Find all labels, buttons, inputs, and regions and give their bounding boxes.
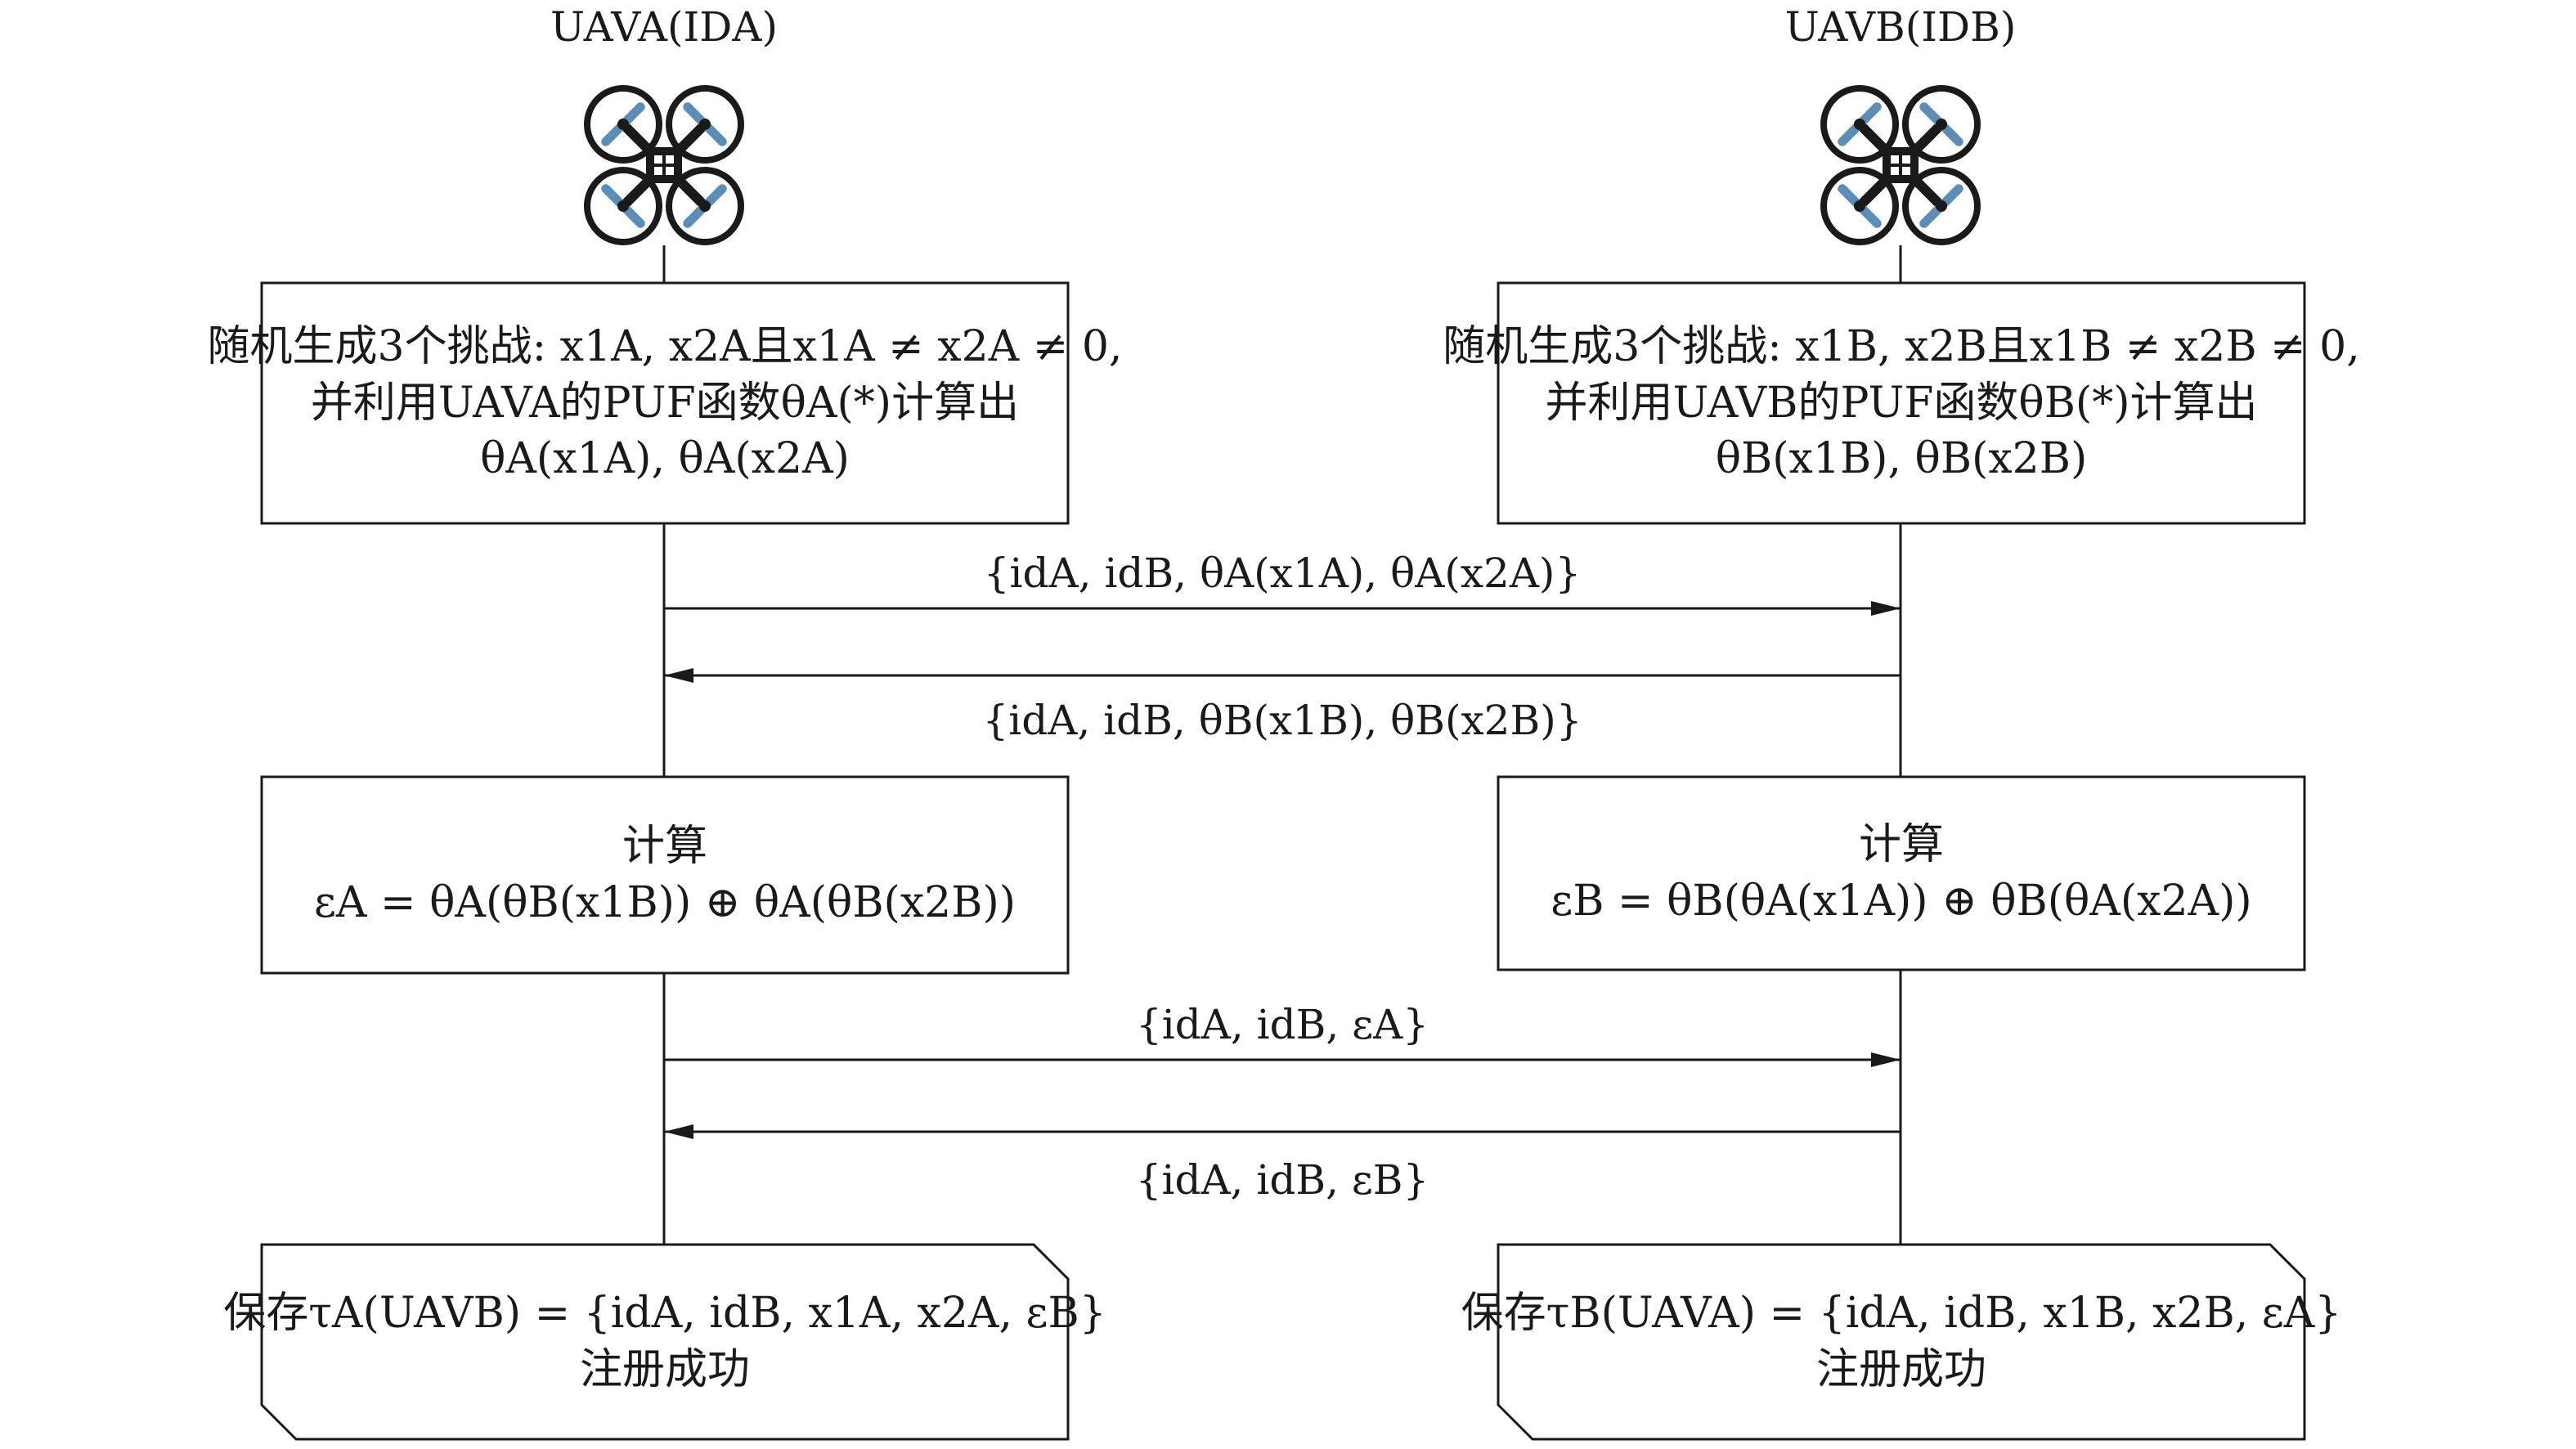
gen-box-a-frame bbox=[260, 281, 1070, 525]
save-box-b: 保存τB(UAVA) = {idA, idB, x1B, x2B, εA} 注册… bbox=[1461, 1245, 2342, 1439]
party-b-title: UAVB(IDB) bbox=[1784, 3, 2017, 51]
save-box-b-frame bbox=[1497, 1243, 2306, 1441]
gen-box-b: 随机生成3个挑战: x1B, x2B且x1B ≠ x2B ≠ 0, 并利用UAV… bbox=[1443, 283, 2360, 523]
compute-box-a-frame bbox=[260, 775, 1070, 975]
gen-box-a-line-1: 随机生成3个挑战: x1A, x2A且x1A ≠ x2A ≠ 0, bbox=[207, 322, 1123, 372]
save-box-a-frame bbox=[260, 1243, 1070, 1441]
gen-box-a-line-3: θA(x1A), θA(x2A) bbox=[480, 434, 850, 484]
compute-box-b-heading: 计算 bbox=[1858, 820, 1944, 870]
compute-box-b: 计算 εB = θB(θA(x1A)) ⊕ θB(θA(x2A)) bbox=[1498, 777, 2304, 970]
compute-box-b-formula: εB = θB(θA(x1A)) ⊕ θB(θA(x2A)) bbox=[1551, 877, 2252, 926]
gen-box-b-line-1: 随机生成3个挑战: x1B, x2B且x1B ≠ x2B ≠ 0, bbox=[1443, 322, 2360, 372]
party-a-title: UAVA(IDA) bbox=[550, 3, 778, 51]
gen-box-b-line-2: 并利用UAVB的PUF函数θB(*)计算出 bbox=[1545, 378, 2258, 428]
save-box-a: 保存τA(UAVB) = {idA, idB, x1A, x2A, εB} 注册… bbox=[223, 1245, 1106, 1439]
compute-box-a: 计算 εA = θA(θB(x1B)) ⊕ θA(θB(x2B)) bbox=[262, 777, 1068, 973]
save-box-b-line-2: 注册成功 bbox=[1815, 1345, 1986, 1394]
msg-label-1: {idA, idB, θA(x1A), θA(x2A)} bbox=[983, 550, 1582, 597]
gen-box-b-line-3: θB(x1B), θB(x2B) bbox=[1715, 434, 2088, 484]
save-box-a-line-2: 注册成功 bbox=[579, 1345, 750, 1394]
save-box-b-line-1: 保存τB(UAVA) = {idA, idB, x1B, x2B, εA} bbox=[1461, 1289, 2342, 1339]
drone-icon bbox=[587, 88, 741, 242]
msg-label-2: {idA, idB, θB(x1B), θB(x2B)} bbox=[982, 697, 1582, 744]
compute-box-a-formula: εA = θA(θB(x1B)) ⊕ θA(θB(x2B)) bbox=[313, 878, 1016, 927]
msg-label-4: {idA, idB, εB} bbox=[1135, 1156, 1429, 1204]
msg-label-3: {idA, idB, εA} bbox=[1135, 1001, 1429, 1048]
drone-icon bbox=[1824, 88, 1977, 242]
compute-box-b-frame bbox=[1497, 775, 2306, 971]
gen-box-a-line-2: 并利用UAVA的PUF函数θA(*)计算出 bbox=[310, 378, 1020, 428]
gen-box-b-frame bbox=[1497, 281, 2306, 525]
compute-box-a-heading: 计算 bbox=[622, 822, 707, 872]
gen-box-a: 随机生成3个挑战: x1A, x2A且x1A ≠ x2A ≠ 0, 并利用UAV… bbox=[208, 283, 1123, 523]
save-box-a-line-1: 保存τA(UAVB) = {idA, idB, x1A, x2A, εB} bbox=[223, 1289, 1106, 1339]
